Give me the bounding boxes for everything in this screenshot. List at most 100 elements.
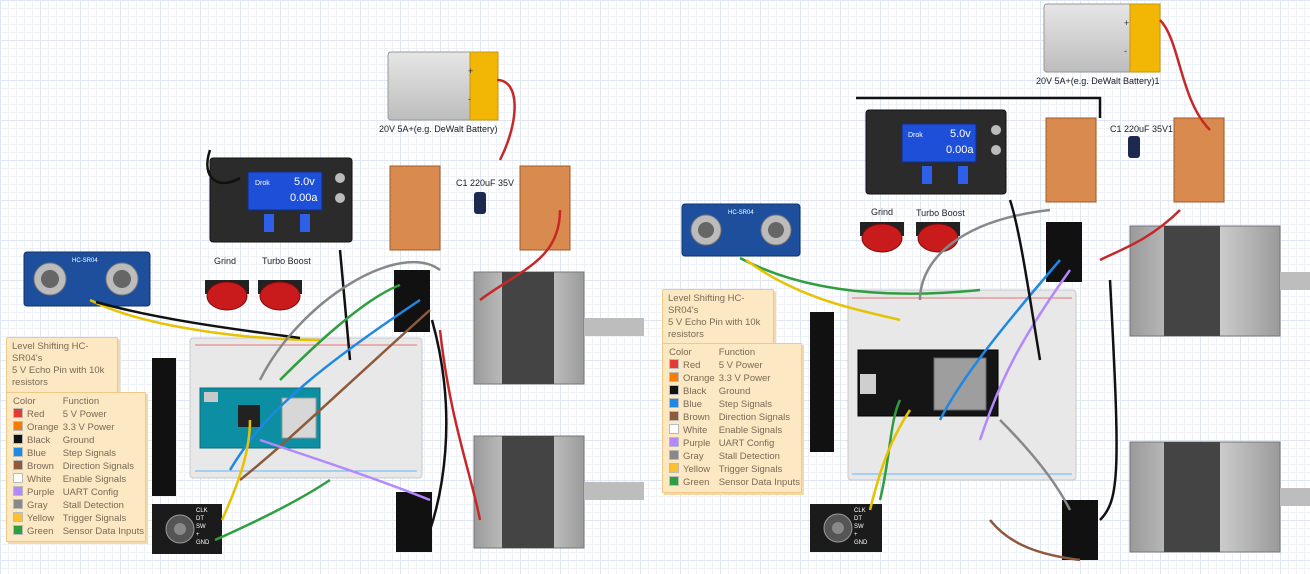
legend-function: Ground (62, 434, 95, 446)
legend-color-name: Yellow (27, 513, 55, 524)
legend-header-color: Color (13, 396, 36, 407)
ultrasonic-sensor-left (23, 251, 151, 307)
stepper-motor-left-bottom (473, 435, 644, 549)
color-swatch (669, 411, 679, 421)
legend-color-name: Green (683, 477, 710, 488)
lever-connectors-right (1045, 117, 1225, 203)
legend-color-cell: Black (11, 434, 61, 447)
lever-connectors-left (389, 165, 571, 251)
wires-left (89, 78, 562, 542)
stepper-motor-right-top (1129, 225, 1310, 337)
stepper-driver-right-top (1046, 222, 1082, 282)
color-swatch (669, 372, 679, 382)
encoder-pin: DT (854, 516, 862, 522)
legend-color-cell: White (667, 424, 717, 437)
color-swatch (669, 463, 679, 473)
legend-color-name: Gray (27, 500, 48, 511)
legend-function: Direction Signals (718, 411, 790, 423)
legend-row: Green Sensor Data Inputs (667, 476, 802, 489)
legend-function: Trigger Signals (62, 512, 127, 524)
legend-color-cell: Blue (11, 447, 61, 460)
converter-amp-right: 0.00a (946, 144, 974, 156)
legend-color-cell: Orange (11, 421, 61, 434)
legend-row: Purple UART Config (667, 437, 802, 450)
capacitor-label-left: C1 220uF 35V (456, 178, 515, 188)
legend-color-cell: Red (11, 408, 61, 421)
legend-function: UART Config (718, 437, 775, 449)
legend-color-name: Red (683, 360, 701, 371)
legend-function: Stall Detection (62, 499, 124, 511)
rotary-encoder-left (152, 504, 222, 554)
legend-header-function: Function (718, 347, 756, 358)
encoder-pin: + (854, 532, 858, 538)
legend-function: UART Config (62, 486, 119, 498)
legend-function: Direction Signals (62, 460, 134, 472)
color-swatch (669, 437, 679, 447)
color-swatch (13, 486, 23, 496)
legend-color-cell: Yellow (11, 512, 61, 525)
turbo-button-left (258, 280, 302, 311)
right-circuit: + - (681, 3, 1310, 562)
wires-right (739, 19, 1211, 562)
ultrasonic-sensor-right (681, 203, 801, 257)
legend-row: Black Ground (11, 434, 146, 447)
battery-label-right: 20V 5A+(e.g. DeWalt Battery)1 (1036, 76, 1160, 86)
grind-label-left: Grind (214, 256, 237, 266)
encoder-pins-left: CLK DT SW + GND (196, 507, 209, 547)
legend-color-cell: Blue (667, 398, 717, 411)
encoder-pin: GND (854, 540, 868, 546)
turbo-button-right (916, 222, 960, 253)
legend-color-name: Gray (683, 451, 704, 462)
encoder-pin: + (196, 532, 200, 538)
battery-left: + - (387, 51, 499, 121)
capacitor-left (474, 192, 486, 214)
grind-label-right: Grind (871, 207, 894, 217)
legend-color-cell: Green (667, 476, 717, 489)
legend-color-cell: Purple (11, 486, 61, 499)
legend-color-name: White (27, 474, 52, 485)
led-strip-left (152, 358, 176, 496)
battery-right: + - (1043, 3, 1161, 73)
color-swatch (669, 476, 679, 486)
legend-color-name: Purple (683, 438, 711, 449)
legend-color-name: Orange (683, 373, 715, 384)
color-swatch (13, 499, 23, 509)
legend-color-name: Black (27, 435, 51, 446)
sensor-label-right: HC-SR04 (728, 210, 754, 216)
color-swatch (13, 421, 23, 431)
legend-function: Ground (718, 385, 751, 397)
svg-text:+: + (468, 66, 473, 76)
encoder-pin: SW (854, 524, 864, 530)
encoder-pin: GND (196, 540, 210, 546)
legend-function: Sensor Data Inputs (718, 476, 801, 488)
legend-color-cell: Green (11, 525, 61, 538)
color-swatch (13, 460, 23, 470)
legend-row: Yellow Trigger Signals (11, 512, 146, 525)
stepper-driver-left-top (394, 270, 430, 332)
color-swatch (13, 512, 23, 522)
legend-row: Brown Direction Signals (667, 411, 802, 424)
legend-color-name: Brown (683, 412, 710, 423)
encoder-pin: SW (196, 524, 206, 530)
legend-color-cell: Red (667, 359, 717, 372)
turbo-boost-label-left: Turbo Boost (262, 256, 311, 266)
left-circuit: + - (23, 51, 644, 554)
stepper-motor-left-top (473, 271, 644, 385)
stepper-driver-left-bottom (396, 492, 432, 552)
led-strip-right (810, 312, 834, 452)
level-shift-note-left: Level Shifting HC-SR04's 5 V Echo Pin wi… (6, 337, 118, 393)
color-swatch (669, 359, 679, 369)
